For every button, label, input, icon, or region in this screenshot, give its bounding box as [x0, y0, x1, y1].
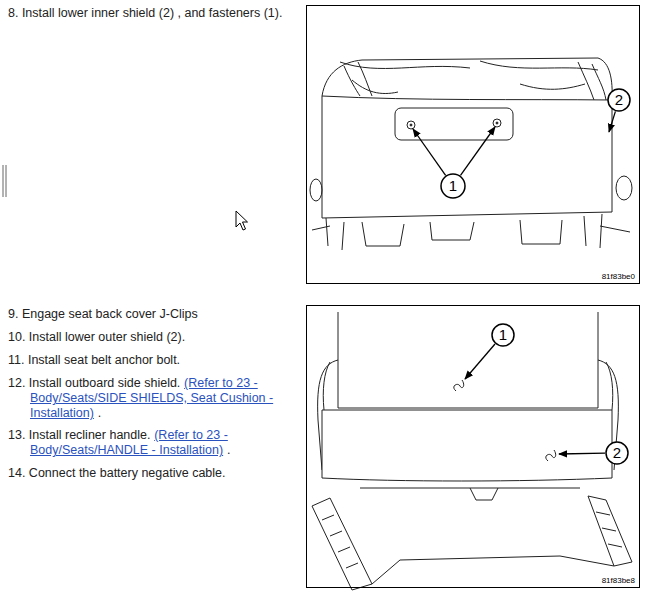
scroll-bar — [3, 165, 4, 197]
callout-number: 2 — [605, 441, 629, 465]
step-text: 14. Connect the battery negative cable. — [8, 466, 226, 480]
seat-frame — [372, 556, 614, 584]
track-slots — [596, 512, 622, 547]
seat-back — [338, 312, 598, 408]
step-text: 11. Install seat belt anchor bolt. — [8, 353, 180, 367]
step-text: 13. Install recliner handle. — [8, 428, 150, 442]
callout-outline — [492, 324, 514, 346]
step-text: . — [98, 406, 101, 420]
lower-inner-shield — [322, 96, 612, 218]
fastener — [410, 124, 412, 126]
lower-outer-shield — [322, 410, 612, 481]
figure-frame: 81f83be0 1 2 — [306, 5, 640, 284]
callout-number: 1 — [440, 173, 466, 199]
leader-line — [465, 344, 495, 379]
step-text: 10. Install lower outer shield (2). — [8, 330, 185, 344]
instruction-step: 14. Connect the battery negative cable. — [8, 466, 316, 481]
step-text: 9. Engage seat back cover J-Clips — [8, 307, 198, 321]
instruction-step: 11. Install seat belt anchor bolt. — [8, 353, 316, 368]
callout-circle: 1 — [491, 323, 515, 347]
instruction-step: 10. Install lower outer shield (2). — [8, 330, 316, 345]
step-text: . — [227, 443, 230, 457]
leader-lines — [413, 111, 615, 175]
part-mark — [454, 380, 464, 391]
step-text: 8. Install lower inner shield (2) , and … — [8, 6, 282, 20]
seat-track — [312, 498, 372, 590]
instruction-step: 9. Engage seat back cover J-Clips — [8, 307, 316, 322]
leader-line — [461, 127, 496, 175]
fastener — [496, 122, 498, 124]
mouse-cursor — [236, 211, 248, 230]
leader-lines — [465, 344, 605, 454]
side-bolsters — [323, 362, 613, 410]
seat-frame — [312, 226, 630, 232]
scroll-bar — [6, 165, 7, 197]
callout-circle: 2 — [605, 441, 629, 465]
bolster-folds — [344, 62, 606, 100]
leader-line — [559, 453, 605, 455]
seat-frame — [326, 214, 602, 250]
instruction-step: 13. Install recliner handle.(Refer to 23… — [8, 428, 316, 458]
seat-track — [588, 496, 632, 566]
figure-code: 81f83be8 — [602, 576, 635, 585]
callout-number: 1 — [491, 323, 515, 347]
leader-line — [413, 129, 446, 175]
figure-code: 81f83be0 — [602, 272, 635, 281]
figure-frame: 81f83be8 1 2 — [306, 305, 640, 588]
recliner-knob — [616, 176, 632, 200]
callout-circle: 1 — [440, 173, 466, 199]
seat-back-figure — [310, 58, 632, 250]
seat-frame — [360, 488, 580, 500]
seat-figure — [312, 312, 632, 590]
fastener — [407, 121, 415, 129]
instruction-step: 8. Install lower inner shield (2) , and … — [8, 6, 316, 21]
callout-number: 2 — [607, 88, 631, 112]
callout-outline — [608, 89, 630, 111]
fastener — [493, 119, 501, 127]
track-slots — [322, 515, 358, 568]
pivot-knob — [310, 179, 322, 201]
step-text: 12. Install outboard side shield. — [8, 376, 180, 390]
fabric-wrinkles — [340, 61, 598, 94]
leader-line — [609, 111, 615, 132]
instruction-step: 12. Install outboard side shield.(Refer … — [8, 376, 316, 421]
part-mark — [546, 450, 556, 461]
seat-back-top — [322, 58, 612, 100]
callout-outline — [606, 442, 628, 464]
shield-recess — [395, 108, 513, 140]
callout-circle: 2 — [607, 88, 631, 112]
callout-outline — [441, 174, 465, 198]
